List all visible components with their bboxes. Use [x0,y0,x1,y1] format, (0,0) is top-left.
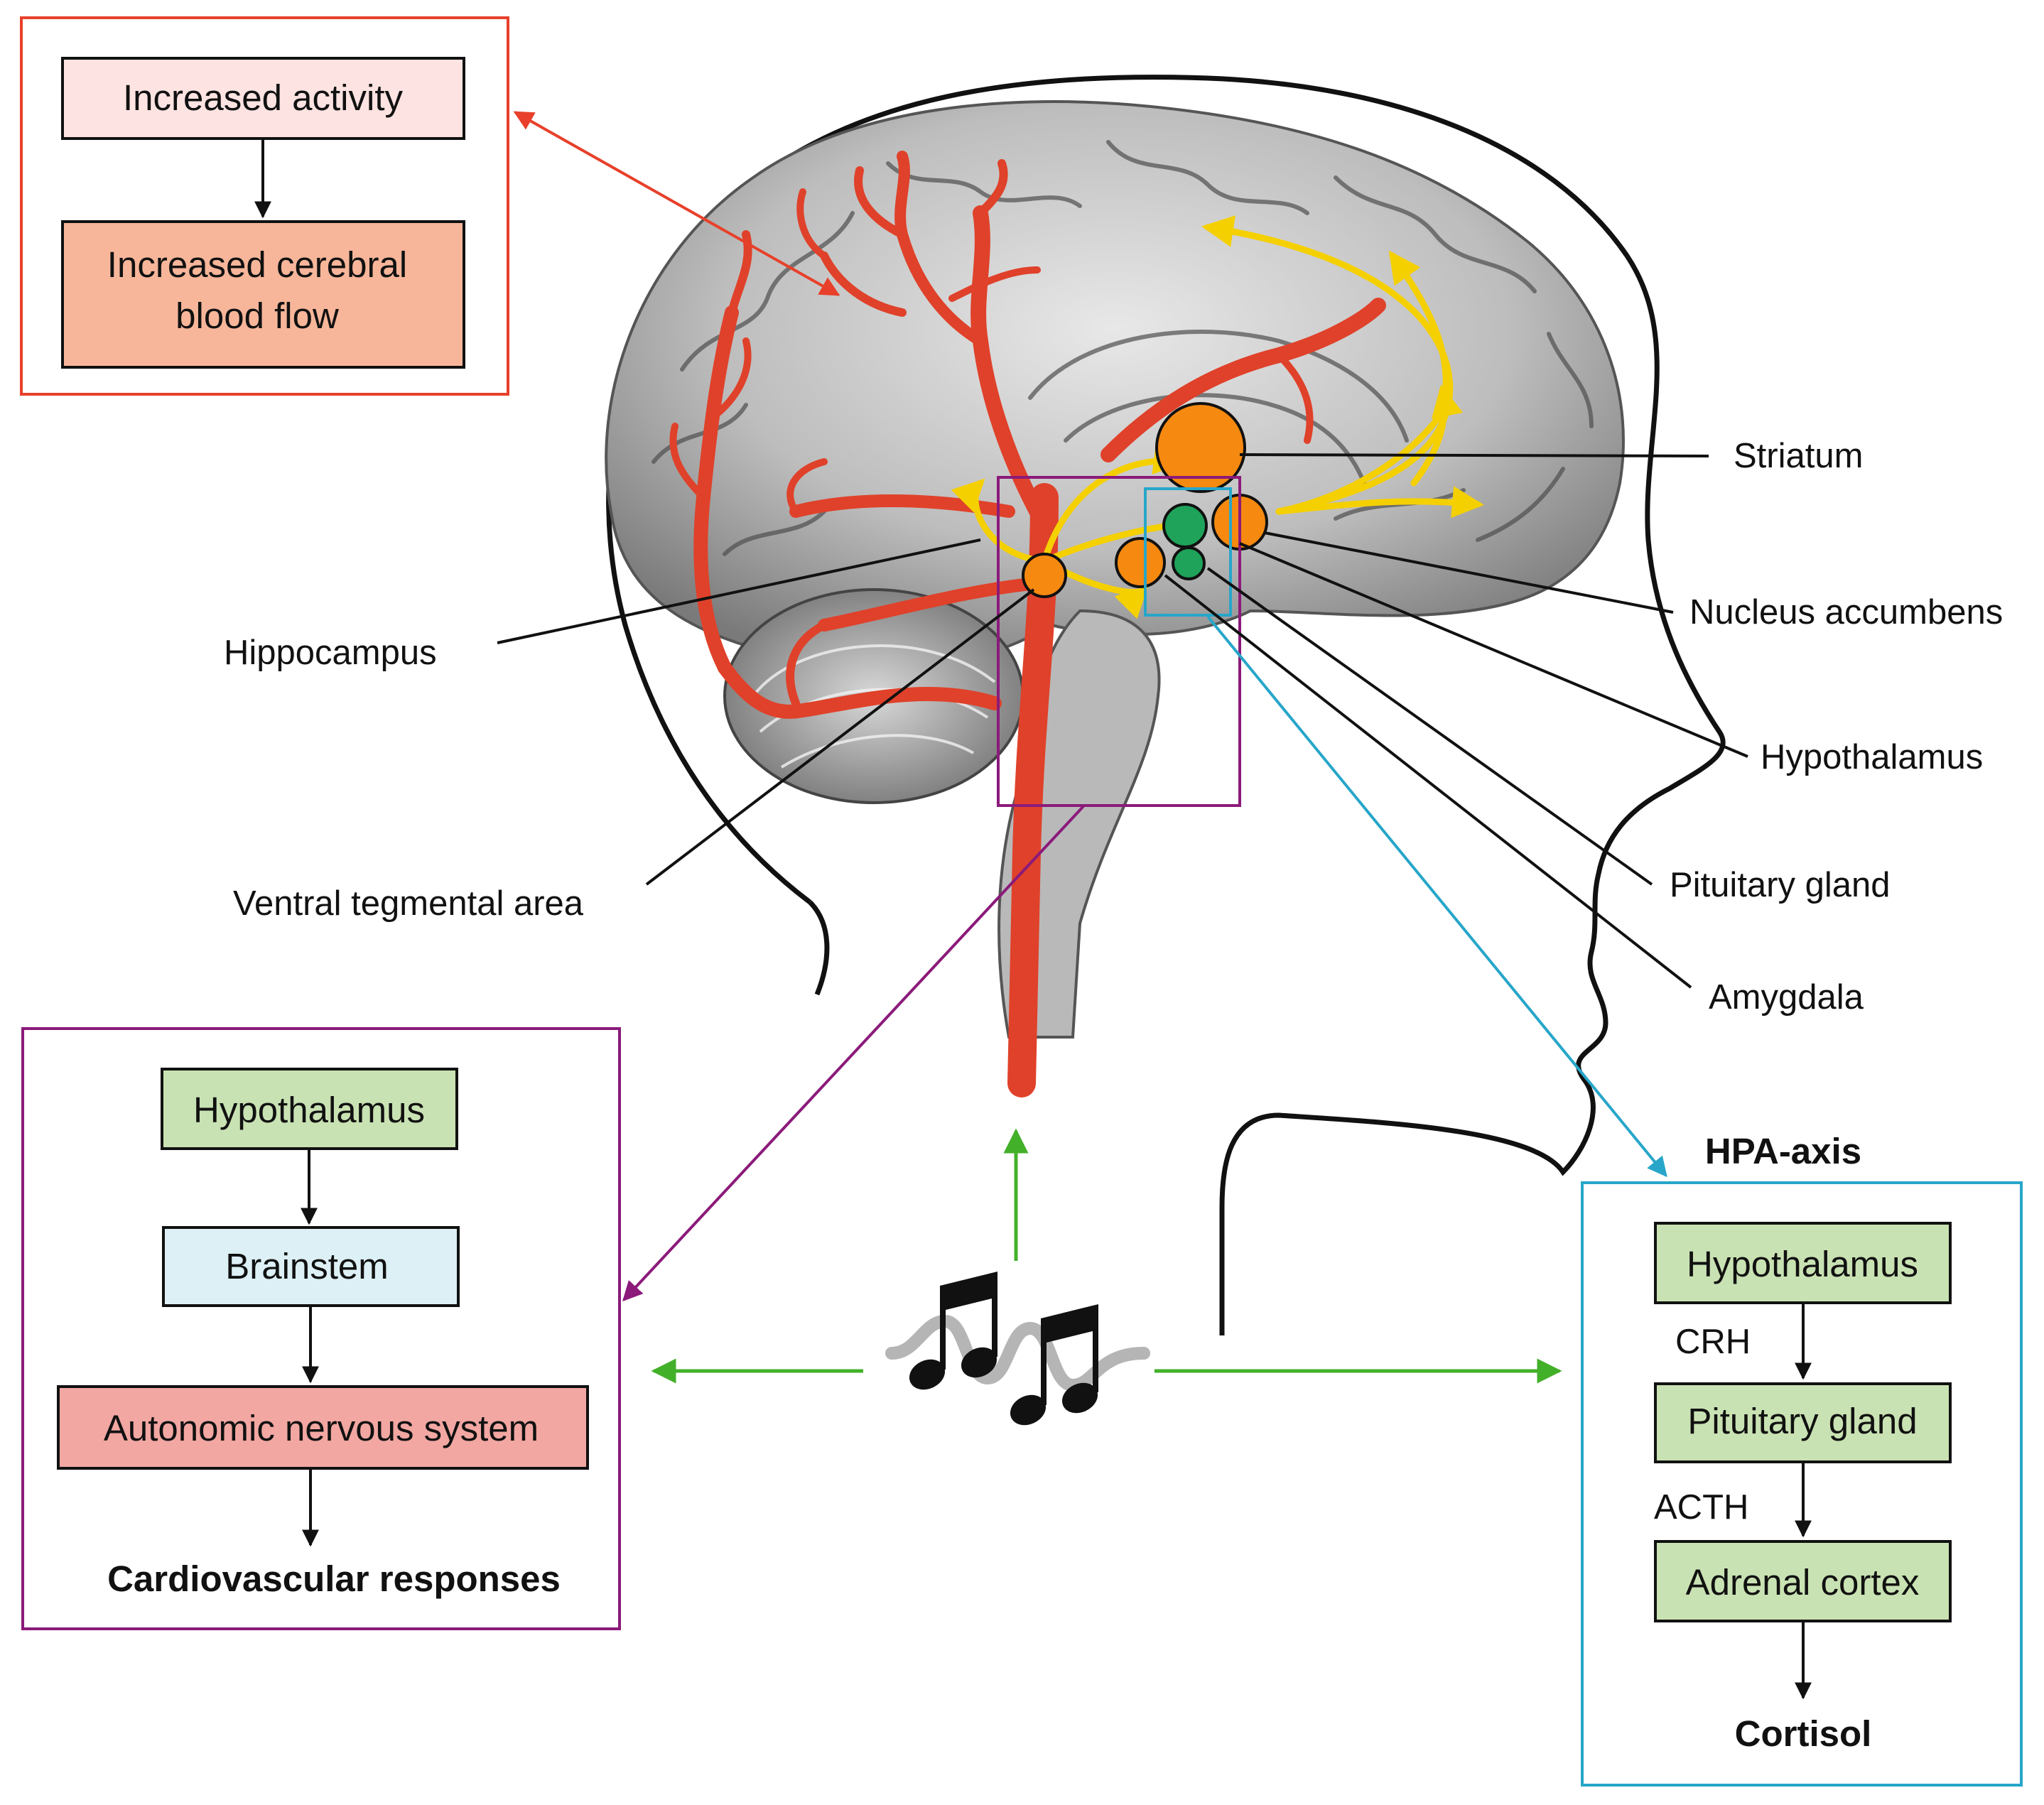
brainstem-label: Brainstem [225,1246,389,1286]
music-effect-arrows [651,1128,1562,1384]
red-link-arrow [513,111,840,296]
adrenal-cortex-label: Adrenal cortex [1686,1562,1920,1603]
acth-label: ACTH [1654,1488,1748,1527]
label-hypothalamus: Hypothalamus [1761,738,1983,776]
brainstem-focus-frame [997,476,1241,807]
label-pituitary-gland: Pituitary gland [1670,866,1891,904]
vta-nucleus [1022,553,1067,598]
autonomic-nervous-system-label: Autonomic nervous system [104,1408,539,1448]
cardiovascular-responses-label: Cardiovascular responses [107,1559,561,1599]
hpa-axis-box: HPA-axis Hypothalamus CRH Pituitary glan… [1581,1131,2023,1787]
increased-activity-label: Increased activity [123,77,404,118]
label-nucleus-accumbens: Nucleus accumbens [1689,593,2003,632]
hpa-hypothalamus-box [1654,1222,1952,1304]
hpa-pituitary-label: Pituitary gland [1687,1401,1917,1441]
cortisol-label: Cortisol [1735,1713,1872,1754]
increased-blood-flow-box [61,220,465,369]
amygdala-nucleus [1115,537,1166,588]
hypothalamus-nucleus [1162,503,1208,548]
autonomic-nervous-system-box [57,1385,589,1470]
label-hippocampus: Hippocampus [224,634,437,672]
brainstem-box [162,1226,460,1307]
autonomic-hypothalamus-box [161,1068,458,1150]
adrenal-cortex-box [1654,1540,1952,1622]
crh-label: CRH [1675,1323,1751,1361]
label-ventral-tegmental-area: Ventral tegmental area [233,884,584,923]
purple-link-arrow [622,805,1085,1302]
increased-blood-flow-label-1: Increased cerebral [107,244,407,285]
increased-blood-flow-label-2: blood flow [175,296,339,336]
autonomic-hypothalamus-label: Hypothalamus [193,1090,425,1130]
autonomic-pathway-box: Hypothalamus Brainstem Autonomic nervous… [21,1027,621,1630]
pituitary-nucleus [1172,546,1206,580]
label-striatum: Striatum [1734,437,1863,475]
striatum-nucleus [1155,402,1246,493]
brain-illustration [605,100,1625,1039]
label-amygdala: Amygdala [1709,978,1864,1017]
hpa-axis-title: HPA-axis [1705,1131,1861,1171]
hpa-hypothalamus-label: Hypothalamus [1687,1244,1918,1284]
blue-link-arrow [1206,615,1667,1178]
music-notes-icon [885,1272,1150,1426]
hpa-focus-frame [1144,487,1232,617]
cerebral-blood-flow-box: Increased activity Increased cerebral bl… [20,16,509,396]
hpa-pituitary-box [1654,1382,1952,1463]
label-leader-lines [497,453,1748,989]
increased-activity-box [61,57,465,140]
brain-labels: Striatum Nucleus accumbens Hypothalamus … [224,437,2003,1017]
